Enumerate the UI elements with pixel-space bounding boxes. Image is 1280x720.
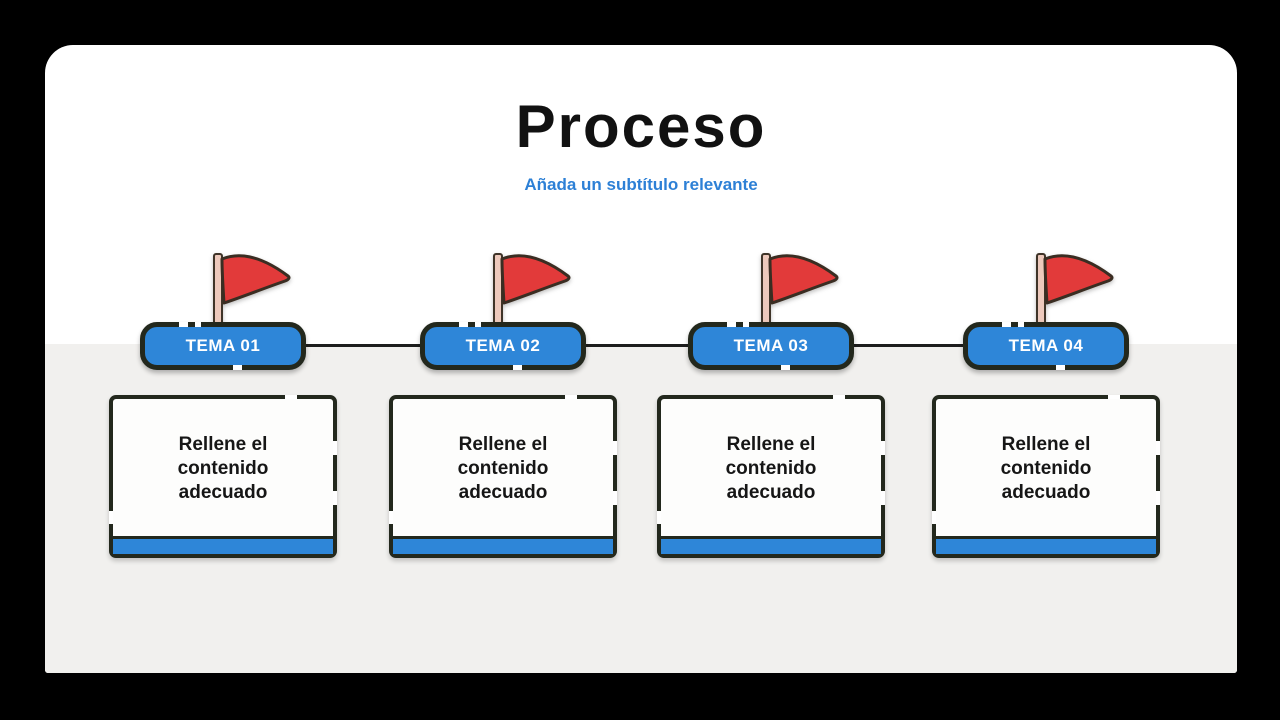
step-pill-label: TEMA 04 — [1008, 336, 1084, 355]
sketch-gap — [1108, 395, 1120, 399]
sketch-gap — [727, 322, 736, 327]
sketch-gap — [881, 441, 885, 455]
step-pill-3[interactable]: TEMA 03 — [688, 322, 854, 370]
slide: Proceso Añada un subtítulo relevante TEM… — [45, 45, 1237, 673]
step-pill-label: TEMA 02 — [465, 336, 541, 355]
sketch-gap — [389, 511, 393, 524]
step-pill-4[interactable]: TEMA 04 — [963, 322, 1129, 370]
sketch-gap — [109, 511, 113, 524]
sketch-gap — [1156, 491, 1160, 505]
card-accent-bar — [113, 536, 333, 554]
sketch-gap — [657, 511, 661, 524]
step-card-text: Rellene el contenido adecuado — [1000, 434, 1092, 503]
sketch-gap — [1018, 322, 1024, 327]
step-card-text: Rellene el contenido adecuado — [177, 434, 269, 503]
flag-icon — [752, 252, 847, 329]
step-card-3[interactable]: Rellene el contenido adecuado — [657, 395, 885, 558]
sketch-gap — [475, 322, 481, 327]
sketch-gap — [333, 441, 337, 455]
flag-icon — [1027, 252, 1122, 329]
sketch-gap — [233, 365, 242, 370]
step-card-text: Rellene el contenido adecuado — [725, 434, 817, 503]
sketch-gap — [743, 322, 749, 327]
sketch-gap — [833, 395, 845, 399]
sketch-gap — [613, 441, 617, 455]
step-card-2[interactable]: Rellene el contenido adecuado — [389, 395, 617, 558]
sketch-gap — [932, 511, 936, 524]
sketch-gap — [565, 395, 577, 399]
step-pill-label: TEMA 01 — [185, 336, 261, 355]
sketch-gap — [179, 322, 188, 327]
sketch-gap — [1002, 322, 1011, 327]
step-card-1[interactable]: Rellene el contenido adecuado — [109, 395, 337, 558]
sketch-gap — [1156, 441, 1160, 455]
flag-icon — [484, 252, 579, 329]
flag-icon — [204, 252, 299, 329]
sketch-gap — [1056, 365, 1065, 370]
sketch-gap — [333, 491, 337, 505]
slide-header: Proceso Añada un subtítulo relevante — [45, 45, 1237, 195]
slide-title[interactable]: Proceso — [515, 93, 767, 160]
step-pill-1[interactable]: TEMA 01 — [140, 322, 306, 370]
step-card-text: Rellene el contenido adecuado — [457, 434, 549, 503]
sketch-gap — [613, 491, 617, 505]
slide-subtitle[interactable]: Añada un subtítulo relevante — [524, 175, 758, 194]
sketch-gap — [459, 322, 468, 327]
sketch-gap — [881, 491, 885, 505]
sketch-gap — [513, 365, 522, 370]
step-pill-2[interactable]: TEMA 02 — [420, 322, 586, 370]
sketch-gap — [781, 365, 790, 370]
step-pill-label: TEMA 03 — [733, 336, 809, 355]
sketch-gap — [285, 395, 297, 399]
card-accent-bar — [393, 536, 613, 554]
sketch-gap — [195, 322, 201, 327]
step-card-4[interactable]: Rellene el contenido adecuado — [932, 395, 1160, 558]
card-accent-bar — [661, 536, 881, 554]
card-accent-bar — [936, 536, 1156, 554]
